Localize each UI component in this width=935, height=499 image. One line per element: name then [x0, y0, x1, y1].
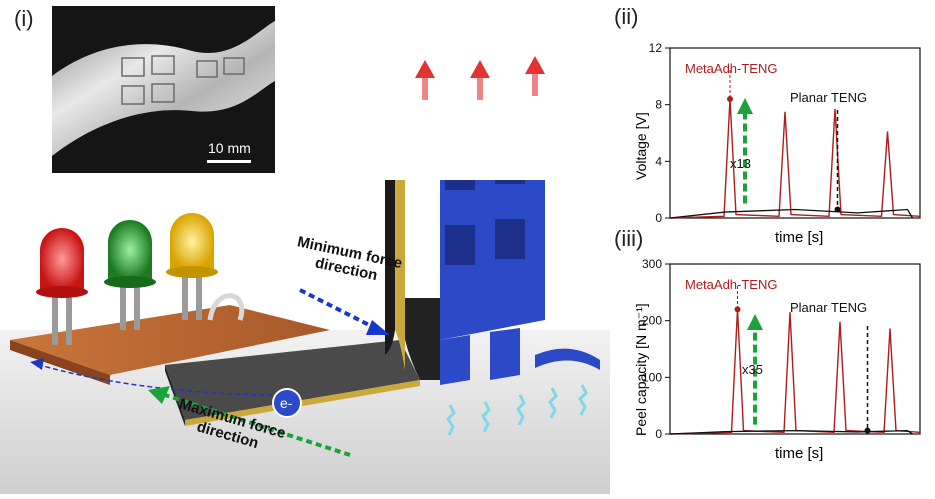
- voltage-red-dot: [727, 96, 733, 102]
- peel-metaadh-line: [669, 309, 921, 435]
- voltage-ytick-label: 0: [655, 211, 662, 225]
- voltage-ratio-label: x13: [730, 156, 751, 171]
- voltage-chart: Voltage [V] 0 4 8 12 MetaAdh-TENG Planar TE…: [633, 41, 921, 246]
- scale-bar-label: 10 mm: [208, 140, 251, 156]
- panel-label-iii: (iii): [614, 226, 644, 251]
- adhesive-fibres: [446, 384, 588, 436]
- peel-planar-line: [669, 429, 913, 435]
- voltage-planar-line: [669, 208, 914, 219]
- peel-black-dot: [864, 427, 871, 434]
- panel-label-i: (i): [14, 6, 34, 31]
- voltage-ytick-label: 12: [649, 41, 663, 55]
- panel-label-ii: (ii): [614, 4, 639, 29]
- voltage-ytick-label: 4: [655, 154, 662, 168]
- peel-red-label: MetaAdh-TENG: [685, 277, 777, 292]
- peel-axis-label-text: Peel capacity [N m⁻¹]: [633, 303, 649, 436]
- voltage-ytick-label: 8: [655, 98, 662, 112]
- film-flat: [165, 340, 420, 420]
- electron-badge: [272, 388, 302, 418]
- current-path: [39, 364, 281, 396]
- voltage-black-dot: [834, 206, 841, 213]
- peel-x-axis-label: time [s]: [775, 445, 823, 462]
- peel-ratio-label: x35: [742, 362, 763, 377]
- metal-foil: [52, 21, 275, 156]
- voltage-x-axis-label: time [s]: [775, 229, 823, 246]
- voltage-metaadh-line: [669, 98, 921, 219]
- wire: [207, 293, 245, 321]
- led-yellow: [166, 213, 218, 320]
- voltage-plot-frame: [669, 47, 921, 219]
- peel-ytick-label: 0: [655, 427, 662, 441]
- max-force-arrow: [164, 393, 351, 457]
- peel-ratio-arrowhead: [747, 314, 763, 330]
- peel-black-label: Planar TENG: [790, 300, 867, 315]
- voltage-axis-label: Voltage [V]: [633, 112, 649, 180]
- peel-axis-label: Peel capacity [N m⁻¹]: [633, 303, 649, 436]
- peel-red-dot: [734, 306, 741, 313]
- sample-photo-drawing: [52, 6, 275, 173]
- peel-ytick-label: 100: [642, 370, 662, 384]
- led-green: [104, 220, 156, 330]
- peel-ytick-label: 300: [642, 257, 662, 271]
- peel-plot-frame: [669, 263, 921, 435]
- led-red: [36, 228, 88, 345]
- peel-ytick-label: 200: [642, 314, 662, 328]
- min-force-arrow: [299, 288, 376, 330]
- peel-chart: Peel capacity [N m⁻¹] 0 100 200 300 MetaAdh…: [633, 257, 921, 462]
- sample-photo: 10 mm: [52, 6, 275, 173]
- voltage-red-label: MetaAdh-TENG: [685, 61, 777, 76]
- voltage-black-label: Planar TENG: [790, 90, 867, 105]
- pull-arrows: [415, 56, 545, 100]
- voltage-ratio-arrowhead: [737, 98, 753, 114]
- electron-label: e-: [280, 395, 293, 411]
- breadboard: [10, 305, 330, 375]
- scale-bar: [207, 160, 251, 163]
